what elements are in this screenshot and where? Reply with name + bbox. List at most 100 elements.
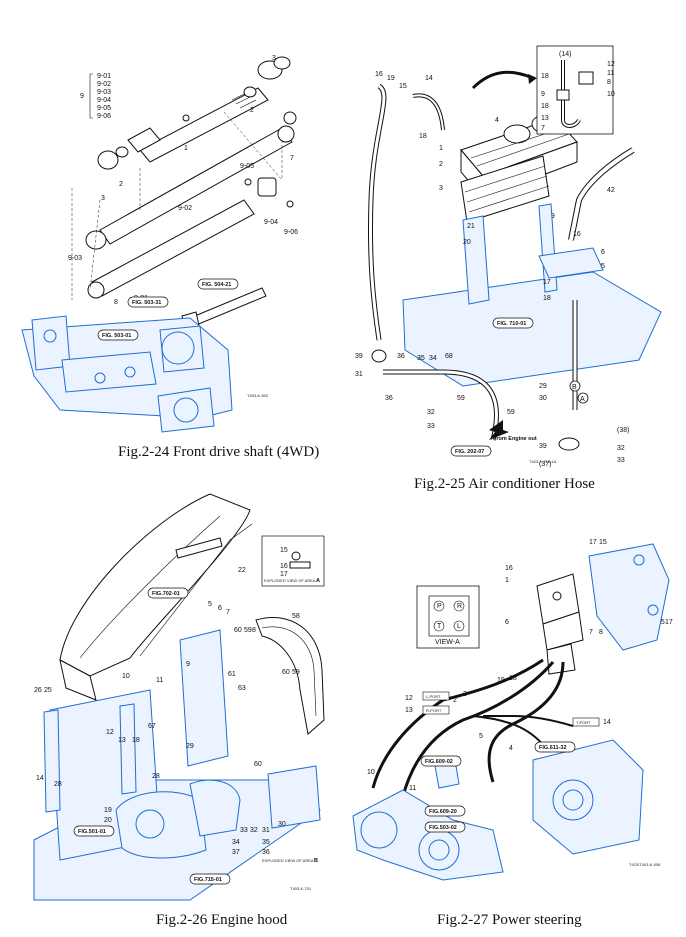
label-34: 34: [429, 355, 437, 362]
svg-text:FIG. 503-31: FIG. 503-31: [132, 300, 161, 306]
view-a-inset: P R T L VIEW-A: [416, 585, 480, 649]
label-13: 13: [405, 707, 413, 714]
ref-fig-611-32: FIG.611-32: [534, 741, 576, 753]
engine-frame: [33, 629, 321, 901]
ref-fig-609-20: FIG.609-20: [424, 805, 466, 817]
label-18-i1: 18: [541, 73, 549, 80]
label-1: 1: [505, 577, 509, 584]
label-21: 21: [467, 223, 475, 230]
ref-fig-715-01: FIG.715-01: [189, 873, 231, 885]
label-22: 22: [238, 567, 246, 574]
label-36: 36: [262, 849, 270, 856]
svg-text:T-PORT: T-PORT: [576, 720, 591, 725]
marker-b: B: [572, 384, 577, 391]
label-39-a: 39: [355, 353, 363, 360]
label-3-low: 3: [101, 195, 105, 202]
label-60-a: 60: [234, 627, 242, 634]
area-letter-b: B: [314, 858, 318, 864]
port-tag-l: L-PORT: [422, 691, 450, 701]
label-18: 18: [132, 737, 140, 744]
label-group-9: 9-01 9-02 9-03 9-04 9-05 9-06 9: [80, 73, 111, 120]
label-59-b: 59: [507, 409, 515, 416]
svg-text:L-PORT: L-PORT: [426, 694, 441, 699]
drawing-code: T423/T403-K-908: [629, 862, 661, 867]
view-letter-l: L: [457, 623, 461, 630]
svg-text:FIG. 503-01: FIG. 503-01: [102, 333, 131, 339]
caption-fig-2-24: Fig.2-24 Front drive shaft (4WD): [118, 444, 320, 460]
label-18-i2: 18: [541, 103, 549, 110]
label-16: 16: [505, 565, 513, 572]
label-4: 4: [509, 745, 513, 752]
front-axle-housing: [21, 315, 233, 433]
note-view-b: EXPLODED VIEW OF AREA: [262, 858, 314, 863]
label-17: 17: [280, 571, 288, 578]
label-9-04-b: 9-04: [264, 219, 278, 226]
label-7: 7: [541, 125, 545, 132]
figure-engine-hood: 22 FIG.702-01 15 16 17 EXPLODED VIEW OF …: [0, 480, 343, 912]
label-9-02-b: 9-02: [178, 205, 192, 212]
label-2: 2: [453, 697, 457, 704]
label-35: 35: [417, 355, 425, 362]
ref-fig-609-02: FIG.609-02: [420, 755, 462, 767]
label-9: 9: [80, 93, 84, 100]
shaft-tube: [85, 111, 297, 250]
label-30: 30: [278, 821, 286, 828]
label-14: 14: [603, 719, 611, 726]
label-20: 20: [463, 239, 471, 246]
label-60-b: 60: [282, 669, 290, 676]
label-7: 7: [226, 609, 230, 616]
label-3: 3: [463, 691, 467, 698]
label-63: 63: [238, 685, 246, 692]
view-letter-r: R: [457, 603, 462, 610]
label-8: 8: [607, 79, 611, 86]
label-5: 5: [479, 733, 483, 740]
svg-text:FIG. 202-07: FIG. 202-07: [455, 449, 484, 455]
label-33-b: 33: [617, 457, 625, 464]
side-panel: [255, 616, 325, 735]
engine-hood-diagram: 22 FIG.702-01 15 16 17 EXPLODED VIEW OF …: [33, 493, 325, 901]
label-15-a: 15: [399, 83, 407, 90]
cab-frame: [402, 203, 662, 387]
drawing-code: T403-K-701: [290, 886, 312, 891]
label-2-top: 2: [250, 107, 254, 114]
label-9-01: 9-01: [97, 73, 111, 80]
label-9: 9: [186, 661, 190, 668]
note-from-engine-out: From Engine out: [493, 436, 537, 442]
label-15-a: 15: [599, 539, 607, 546]
label-3: 3: [439, 185, 443, 192]
label-6: 6: [505, 619, 509, 626]
label-19: 19: [497, 677, 505, 684]
label-12: 12: [607, 61, 615, 68]
label-36-a: 36: [397, 353, 405, 360]
caption-fig-2-26: Fig.2-26 Engine hood: [156, 912, 288, 928]
label-paren-37: (37): [539, 461, 551, 468]
label-9-06-b: 9-06: [284, 229, 298, 236]
label-2-low: 2: [119, 181, 123, 188]
label-36-b: 36: [385, 395, 393, 402]
label-59-b: 59: [292, 669, 300, 676]
marker-a: A: [580, 396, 585, 403]
figure-air-conditioner-hose: 16 19 15 14 18 4 1 2 3 (14) 12 11 8 10 1…: [343, 0, 686, 480]
label-19: 19: [104, 807, 112, 814]
label-18-a: 18: [419, 133, 427, 140]
label-33: 33: [240, 827, 248, 834]
caption-fig-2-25: Fig.2-25 Air conditioner Hose: [414, 476, 595, 492]
svg-text:FIG.609-20: FIG.609-20: [429, 809, 457, 815]
label-67: 67: [148, 723, 156, 730]
steering-unit: [536, 573, 584, 675]
label-18: 18: [509, 675, 517, 682]
label-10: 10: [122, 673, 130, 680]
label-39-b: 39: [539, 443, 547, 450]
ref-fig-503-31: FIG. 503-31: [127, 296, 169, 308]
label-59-a: 59: [244, 627, 252, 634]
label-17: 17: [543, 279, 551, 286]
drive-shaft: [97, 56, 291, 170]
label-1: 1: [439, 145, 443, 152]
label-60-c: 60: [254, 761, 262, 768]
label-16: 16: [280, 563, 288, 570]
label-12: 12: [405, 695, 413, 702]
engine-hood-shell: [59, 493, 253, 701]
svg-text:FIG.611-32: FIG.611-32: [539, 745, 567, 751]
ref-fig-501-01: FIG.501-01: [73, 825, 115, 837]
svg-text:FIG.501-01: FIG.501-01: [78, 829, 106, 835]
